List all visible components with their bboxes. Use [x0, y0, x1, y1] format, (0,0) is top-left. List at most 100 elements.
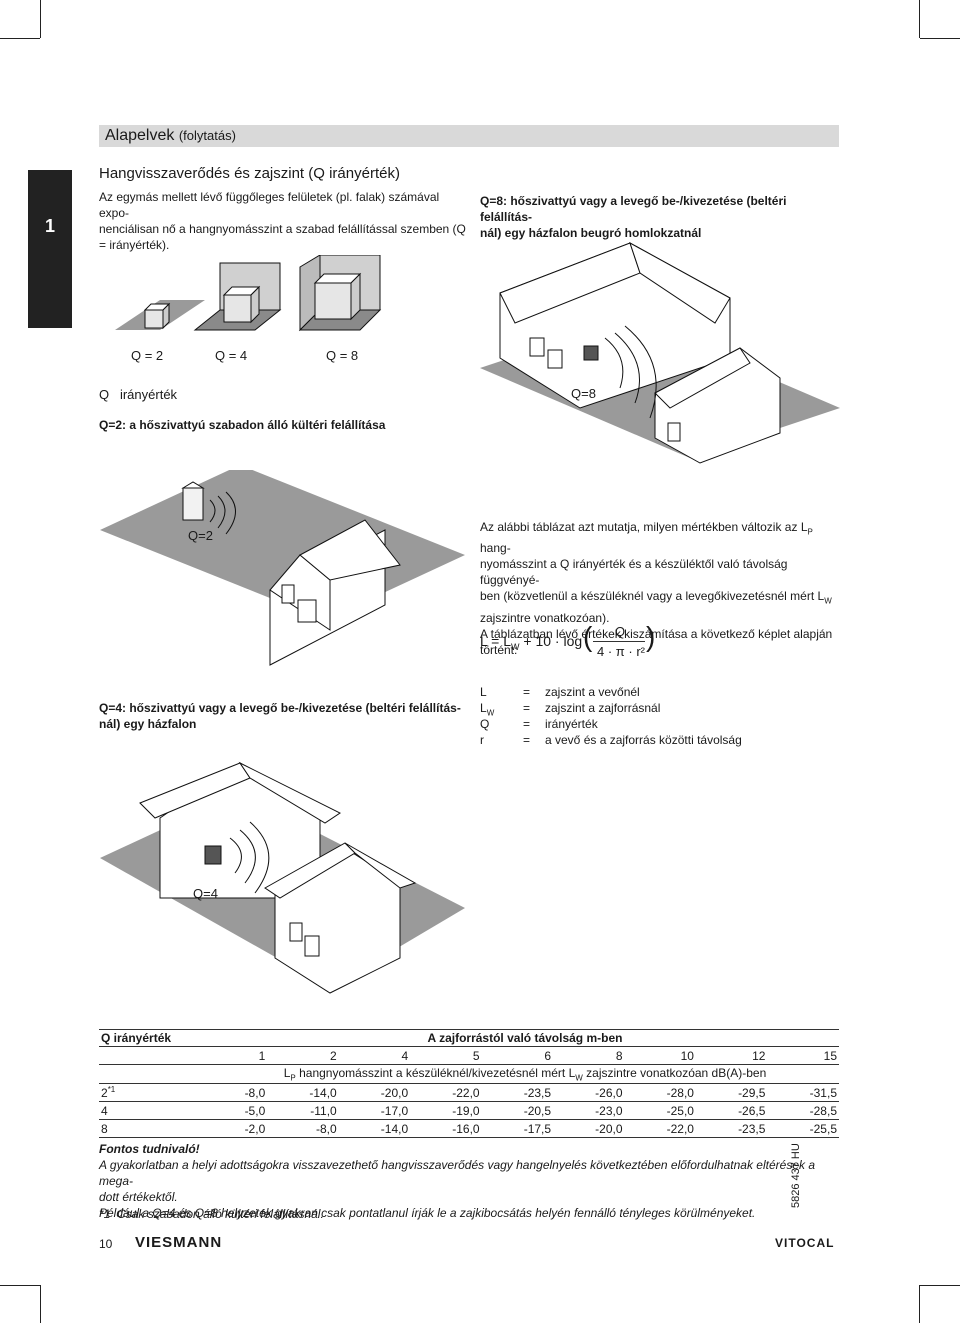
- crop-mark: [0, 1285, 40, 1286]
- table-distance: 2: [330, 1048, 337, 1063]
- table-q-value: 2: [101, 1086, 108, 1101]
- product-logo: VITOCAL: [775, 1236, 835, 1250]
- q-legend: Q irányérték: [99, 387, 177, 402]
- table-distance: 15: [823, 1048, 837, 1063]
- caption-q8: Q=8: hőszivattyú vagy a levegő be-/kivez…: [480, 193, 840, 241]
- table-distance: 6: [544, 1048, 552, 1063]
- def-symbol: r: [480, 733, 484, 747]
- intro-line: Az egymás mellett lévő függőleges felüle…: [99, 190, 440, 220]
- caption-q4-line: nál) egy házfalon: [99, 717, 197, 731]
- formula: L = LW + 10 · log: [480, 633, 582, 652]
- table-cell: -19,0: [452, 1103, 480, 1118]
- q2-illustration: [100, 470, 465, 666]
- formula-paren-left: (: [583, 621, 593, 652]
- table-distance-row: 1 2 4 5 6 8 10 12 15: [99, 1046, 839, 1065]
- crop-mark: [0, 38, 40, 39]
- def-text: irányérték: [545, 717, 598, 731]
- def-symbol: L: [480, 701, 487, 715]
- def-eq: =: [523, 701, 531, 715]
- chapter-number: 1: [44, 216, 55, 236]
- q8-illustration: [480, 241, 840, 464]
- sub-header-mid: hangnyomásszint a készüléknél/kivezetésn…: [299, 1066, 576, 1080]
- table-top-rule: [99, 1029, 839, 1030]
- caption-q8-line: Q=8: hőszivattyú vagy a levegő be-/kivez…: [480, 194, 787, 224]
- table-cell: -16,0: [452, 1121, 480, 1136]
- body-line-text: ben (közvetlenül a készüléknél vagy a le…: [480, 589, 825, 604]
- footnote-mark: *1: [99, 1207, 111, 1221]
- crop-mark: [919, 1285, 920, 1323]
- definitions: L=zajszint a vevőnél LW=zajszint a zajfo…: [480, 684, 840, 748]
- table-distance: 1: [258, 1048, 266, 1063]
- brand-logo: VIESMANN: [135, 1234, 223, 1251]
- body-line: Az alábbi táblázat azt mutatja, milyen m…: [480, 519, 840, 556]
- intro-line: nenciálisan nő a hangnyomásszint a szaba…: [99, 222, 466, 236]
- crop-mark: [920, 1285, 960, 1286]
- def-subscript: W: [486, 708, 495, 718]
- crop-mark: [40, 1285, 41, 1323]
- table-cell: -28,5: [809, 1103, 837, 1118]
- def-eq: =: [523, 717, 531, 731]
- table-cell-empty: [99, 1047, 211, 1065]
- table-cell: -25,0: [666, 1103, 694, 1118]
- body-line: zajszintre vonatkozóan).: [480, 610, 610, 625]
- formula-lhs: L = L: [480, 633, 512, 649]
- label-q2: Q = 2: [131, 348, 164, 363]
- table-cell: -22,0: [452, 1085, 480, 1100]
- table-q-cell: 2*1: [99, 1084, 211, 1102]
- table-distance: 5: [472, 1048, 480, 1063]
- intro-text: Az egymás mellett lévő függőleges felüle…: [99, 189, 469, 253]
- label-q8: Q = 8: [326, 348, 359, 363]
- body-line: történt:: [480, 642, 518, 657]
- notes-title: Fontos tudnivaló!: [99, 1142, 200, 1156]
- page-heading: Hangvisszaverődés és zajszint (Q irányér…: [99, 165, 400, 182]
- table-cell: -26,5: [738, 1103, 766, 1118]
- table-cell: -14,0: [309, 1085, 337, 1100]
- table-cell: -23,0: [595, 1103, 623, 1118]
- table-header-row: Q irányérték A zajforrástól való távolsá…: [99, 1029, 839, 1047]
- definition-row: LW=zajszint a zajforrásnál: [480, 700, 840, 718]
- body-text: Az alábbi táblázat azt mutatja, milyen m…: [480, 519, 840, 658]
- table-cell-empty: [99, 1065, 211, 1084]
- body-line-tail: hang-: [480, 541, 511, 556]
- formula-sub: W: [511, 641, 520, 652]
- def-eq: =: [523, 685, 531, 699]
- table-cell: -17,0: [380, 1103, 409, 1118]
- formula-denominator: 4 · π · r²: [597, 644, 645, 659]
- table-subheader-row: LP hangnyomásszint a készüléknél/kivezet…: [99, 1064, 839, 1084]
- notes-line: dott értékektől.: [99, 1190, 178, 1204]
- def-text: zajszint a vevőnél: [545, 685, 640, 699]
- crop-mark: [919, 0, 920, 38]
- formula-paren-right: ): [646, 621, 656, 652]
- table-cell: -31,5: [809, 1085, 837, 1100]
- table-row: 2*1 -8,0 -14,0 -20,0 -22,0 -23,5 -26,0 -…: [99, 1084, 839, 1102]
- attenuation-table: Q irányérték A zajforrástól való távolsá…: [99, 1029, 839, 1138]
- table-cell: -28,0: [666, 1085, 694, 1100]
- table-cell: -25,5: [809, 1121, 837, 1136]
- table-sub-header: LP hangnyomásszint a készüléknél/kivezet…: [211, 1065, 839, 1084]
- intro-line: = irányérték).: [99, 238, 170, 252]
- crop-mark: [40, 0, 41, 38]
- table-cell: -29,5: [738, 1085, 766, 1100]
- table-cell: -11,0: [310, 1103, 337, 1118]
- table-distance: 10: [680, 1048, 694, 1063]
- formula-log: + 10 · log: [523, 633, 583, 649]
- table-distance: 4: [401, 1048, 409, 1063]
- table-cell: -23,5: [738, 1121, 766, 1136]
- table-footnote-mark: *1: [107, 1085, 116, 1095]
- caption-q8-line: nál) egy házfalon beugró homlokzatnál: [480, 226, 702, 240]
- table-distance: 12: [752, 1048, 766, 1063]
- table-q-value: 8: [101, 1121, 108, 1136]
- footnote-text: Csak szabadon álló kültéri felállításnál…: [117, 1207, 324, 1221]
- def-eq: =: [523, 733, 531, 747]
- page-number: 10: [99, 1237, 113, 1251]
- table-cell: -2,0: [244, 1121, 266, 1136]
- definition-row: r=a vevő és a zajforrás közötti távolság: [480, 732, 840, 748]
- lp-subscript: P: [807, 527, 813, 537]
- def-symbol: L: [480, 685, 487, 699]
- q-legend-symbol: Q: [99, 387, 110, 402]
- def-symbol: Q: [480, 717, 490, 731]
- table-cell: -20,0: [380, 1085, 409, 1100]
- fig-label-q4: Q=4: [193, 886, 218, 901]
- fig-label-q8: Q=8: [571, 386, 596, 401]
- table-cell: -14,0: [380, 1121, 409, 1136]
